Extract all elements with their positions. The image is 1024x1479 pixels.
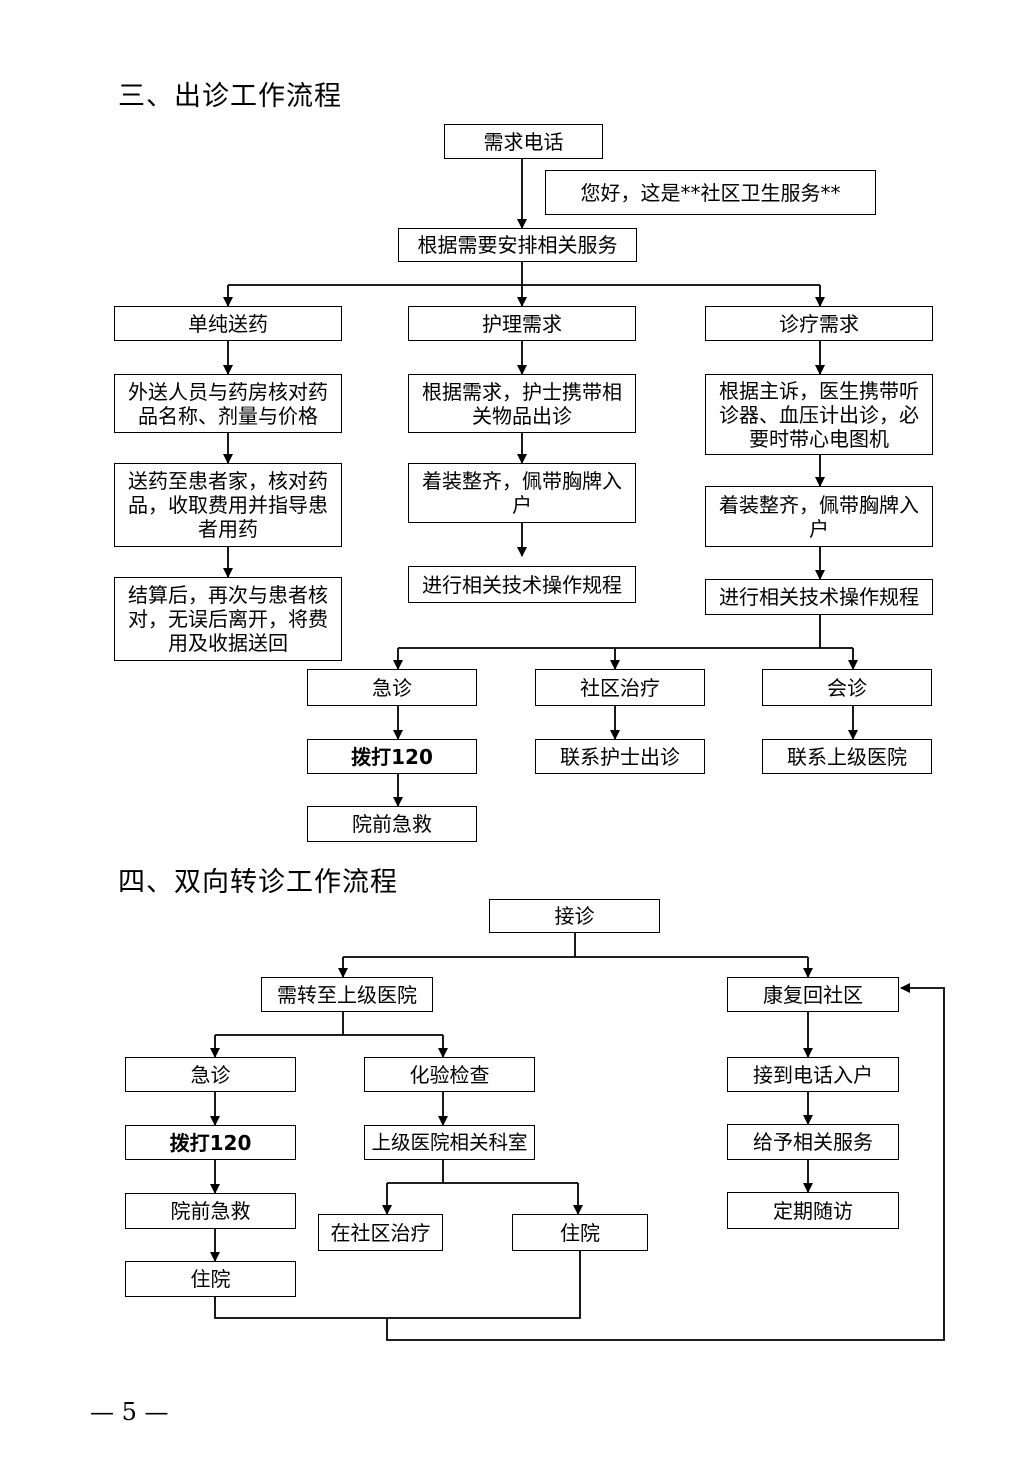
greeting-box: 您好，这是**社区卫生服务** [545,170,876,215]
branch-prehospital: 院前急救 [307,806,477,842]
branch-consult: 会诊 [762,669,932,706]
s4-community-treat: 在社区治疗 [318,1214,443,1251]
s4-emergency: 急诊 [125,1057,296,1092]
col3-step3: 进行相关技术操作规程 [705,579,933,615]
call-box: 需求电话 [444,124,603,159]
col3-step2: 着装整齐，佩带胸牌入 户 [705,486,933,547]
col2-step2: 着装整齐，佩带胸牌入 户 [408,463,636,523]
section-3-title: 三、出诊工作流程 [118,81,342,112]
col1-step1: 外送人员与药房核对药 品名称、剂量与价格 [114,374,342,433]
col1-header: 单纯送药 [114,306,342,341]
s4-prehospital: 院前急救 [125,1193,296,1229]
branch-emergency: 急诊 [307,669,477,706]
rehab-box: 康复回社区 [727,977,899,1012]
s4-superior-dept: 上级医院相关科室 [364,1125,535,1160]
col3-step1: 根据主诉，医生携带听 诊器、血压计出诊，必 要时带心电图机 [705,374,933,455]
section-4-title: 四、双向转诊工作流程 [118,867,398,898]
col2-step1: 根据需求，护士携带相 关物品出诊 [408,374,636,433]
branch-dial-120: 拨打120 [307,739,477,774]
branch-contact-nurse: 联系护士出诊 [535,739,705,774]
s4-dial-120: 拨打120 [125,1125,296,1160]
intake-box: 接诊 [489,899,660,933]
branch-contact-superior: 联系上级医院 [762,739,932,774]
s4-phone-visit: 接到电话入户 [727,1057,899,1092]
s4-lab: 化验检查 [364,1057,535,1092]
s4-followup: 定期随访 [727,1192,899,1229]
refer-up-box: 需转至上级医院 [261,977,433,1012]
s4-admit-right: 住院 [512,1214,648,1251]
branch-community: 社区治疗 [535,669,705,706]
s4-admit-left: 住院 [125,1261,296,1297]
arrange-box: 根据需要安排相关服务 [398,228,637,262]
col3-header: 诊疗需求 [705,306,933,341]
col2-step3: 进行相关技术操作规程 [408,566,636,603]
page-number: — 5 — [90,1398,169,1426]
col2-header: 护理需求 [408,306,636,341]
col1-step3: 结算后，再次与患者核 对，无误后离开，将费 用及收据送回 [114,577,342,661]
col1-step2: 送药至患者家，核对药 品，收取费用并指导患 者用药 [114,463,342,547]
s4-service: 给予相关服务 [727,1124,899,1160]
